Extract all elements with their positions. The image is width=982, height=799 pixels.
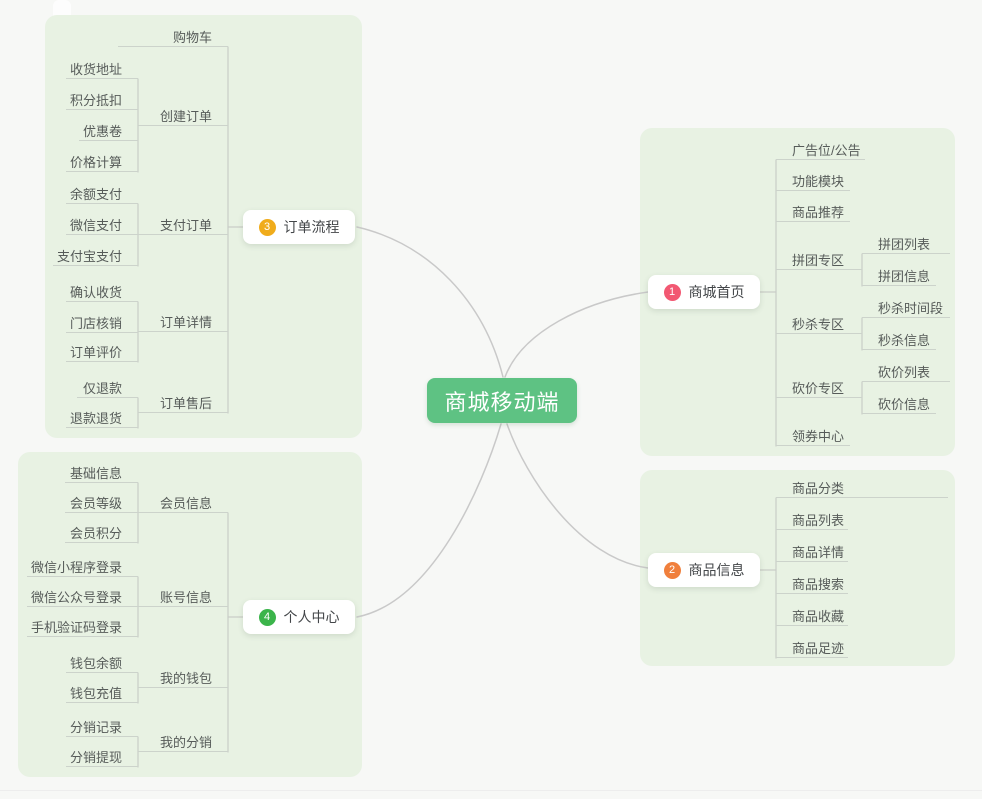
topic-order-review[interactable]: 订单评价: [66, 342, 138, 362]
topic-group-buy-info[interactable]: 拼团信息: [862, 266, 936, 286]
topic-store-verify[interactable]: 门店核销: [66, 313, 138, 333]
topic-product-list[interactable]: 商品列表: [776, 510, 848, 530]
topic-member-level[interactable]: 会员等级: [65, 493, 138, 513]
topic-alipay[interactable]: 支付宝支付: [53, 246, 138, 266]
topic-my-wallet[interactable]: 我的钱包: [138, 668, 228, 688]
topic-price-calc[interactable]: 价格计算: [66, 152, 138, 172]
curve-to-order-flow: [356, 226, 504, 378]
topic-points-deduction[interactable]: 积分抵扣: [66, 90, 138, 110]
topic-bargain-info[interactable]: 砍价信息: [862, 394, 936, 414]
topic-order-aftersale[interactable]: 订单售后: [138, 393, 228, 413]
main-topic-label: 商品信息: [688, 562, 745, 578]
topic-balance-pay[interactable]: 余额支付: [66, 184, 138, 204]
topic-product-detail[interactable]: 商品详情: [776, 542, 848, 562]
topic-distribution-withdraw[interactable]: 分销提现: [66, 747, 138, 767]
topic-flash-sale-info[interactable]: 秒杀信息: [862, 330, 936, 350]
topic-refund-only[interactable]: 仅退款: [77, 378, 138, 398]
topic-coupon[interactable]: 优惠卷: [79, 121, 138, 141]
badge-4: 4: [258, 608, 276, 626]
badge-1: 1: [663, 283, 681, 301]
topic-wechat-pay[interactable]: 微信支付: [66, 215, 138, 235]
topic-group-buy-list[interactable]: 拼团列表: [862, 234, 950, 254]
topic-distribution-records[interactable]: 分销记录: [66, 717, 138, 737]
topic-order-detail[interactable]: 订单详情: [138, 312, 228, 332]
topic-account-info[interactable]: 账号信息: [138, 587, 228, 607]
main-topic-personal-center[interactable]: 4 个人中心: [243, 600, 355, 634]
curve-to-product-info: [506, 423, 649, 569]
main-topic-mall-home[interactable]: 1 商城首页: [648, 275, 760, 309]
topic-product-footprint[interactable]: 商品足迹: [776, 638, 848, 658]
topic-product-search[interactable]: 商品搜索: [776, 574, 848, 594]
topic-my-distribution[interactable]: 我的分销: [138, 732, 228, 752]
topic-product-recommend[interactable]: 商品推荐: [776, 202, 850, 222]
badge-3: 3: [258, 218, 276, 236]
topic-wallet-balance[interactable]: 钱包余额: [66, 653, 138, 673]
topic-bargain-zone[interactable]: 砍价专区: [776, 378, 862, 398]
topic-wechat-miniapp-login[interactable]: 微信小程序登录: [27, 557, 138, 577]
topic-function-module[interactable]: 功能模块: [776, 171, 850, 191]
topic-shopping-cart[interactable]: 购物车: [118, 27, 228, 47]
topic-product-category[interactable]: 商品分类: [776, 478, 948, 498]
topic-refund-return[interactable]: 退款退货: [66, 408, 138, 428]
badge-2: 2: [663, 561, 681, 579]
topic-member-points[interactable]: 会员积分: [65, 523, 138, 543]
topic-member-info[interactable]: 会员信息: [138, 493, 228, 513]
topic-ad-banner[interactable]: 广告位/公告: [776, 140, 865, 160]
topic-basic-info[interactable]: 基础信息: [65, 463, 138, 483]
main-topic-order-flow[interactable]: 3 订单流程: [243, 210, 355, 244]
topic-shipping-address[interactable]: 收货地址: [66, 59, 138, 79]
topic-flash-sale-zone[interactable]: 秒杀专区: [776, 314, 862, 334]
topic-product-favorite[interactable]: 商品收藏: [776, 606, 848, 626]
main-topic-label: 订单流程: [283, 219, 340, 235]
topic-wechat-official-login[interactable]: 微信公众号登录: [27, 587, 138, 607]
topic-create-order[interactable]: 创建订单: [138, 106, 228, 126]
topic-wallet-recharge[interactable]: 钱包充值: [66, 683, 138, 703]
topic-coupon-center[interactable]: 领券中心: [776, 426, 850, 446]
curve-to-mall-home: [504, 291, 649, 378]
topic-confirm-receipt[interactable]: 确认收货: [66, 282, 138, 302]
central-topic[interactable]: 商城移动端: [427, 378, 577, 423]
topic-bargain-list[interactable]: 砍价列表: [862, 362, 950, 382]
topic-pay-order[interactable]: 支付订单: [138, 215, 228, 235]
topic-flash-sale-time[interactable]: 秒杀时间段: [862, 298, 950, 318]
bottom-divider: [0, 790, 982, 791]
main-topic-product-info[interactable]: 2 商品信息: [648, 553, 760, 587]
main-topic-label: 个人中心: [283, 609, 340, 625]
topic-phone-code-login[interactable]: 手机验证码登录: [27, 617, 138, 637]
curve-to-personal-center: [356, 423, 502, 618]
topic-group-buy-zone[interactable]: 拼团专区: [776, 250, 862, 270]
main-topic-label: 商城首页: [688, 284, 745, 300]
